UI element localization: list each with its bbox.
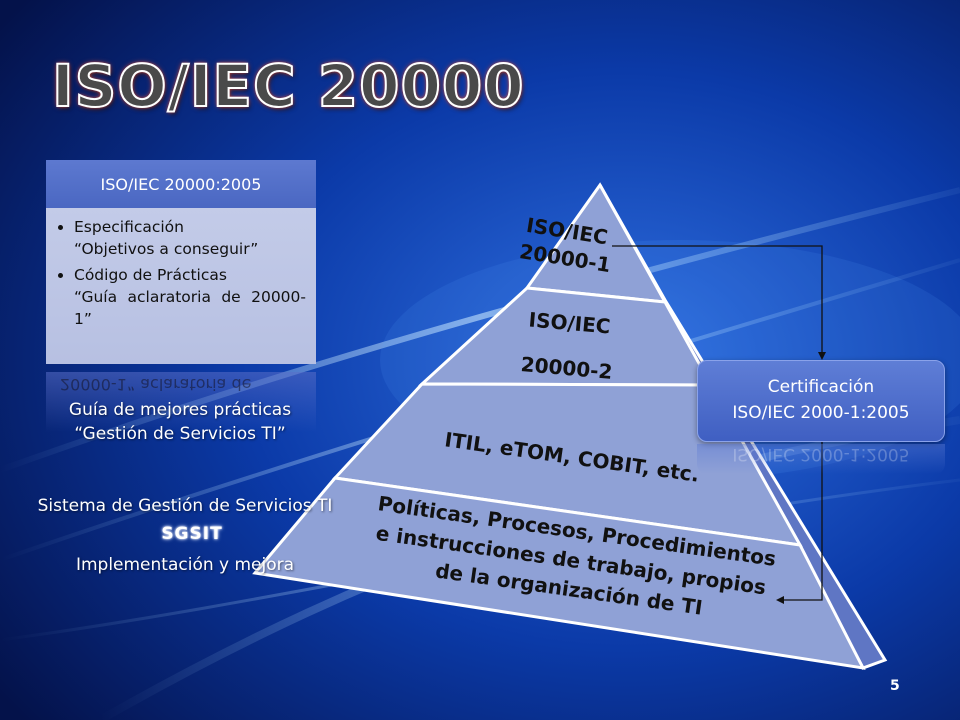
panel-reflection — [46, 372, 316, 432]
list-item: Especificación “Objetivos a conseguir” — [74, 216, 306, 260]
connector-top — [612, 245, 823, 358]
panel-header: ISO/IEC 20000:2005 — [46, 160, 316, 208]
certification-reflection: ISO/IEC 2000-1:2005 — [697, 444, 945, 474]
panel-body: Especificación “Objetivos a conseguir” C… — [46, 208, 316, 364]
page-title: ISO/IEC 20000 — [51, 51, 525, 121]
connector-bottom — [778, 442, 823, 601]
panel-reflection-text: 20000-1” aclaratoria de — [60, 375, 252, 394]
guide-text: Guía de mejores prácticas “Gestión de Se… — [68, 400, 292, 444]
certification-box: Certificación ISO/IEC 2000-1:2005 — [697, 360, 945, 442]
pyramid-level-4 — [252, 476, 866, 670]
sgsit-acronym: SGSIT — [161, 524, 223, 544]
list-item: Código de Prácticas “Guía aclaratoria de… — [74, 264, 306, 330]
page-number: 5 — [890, 678, 900, 694]
system-line1: Sistema de Gestión de Servicios TI — [37, 496, 333, 516]
system-line3: Implementación y mejora — [75, 555, 295, 575]
